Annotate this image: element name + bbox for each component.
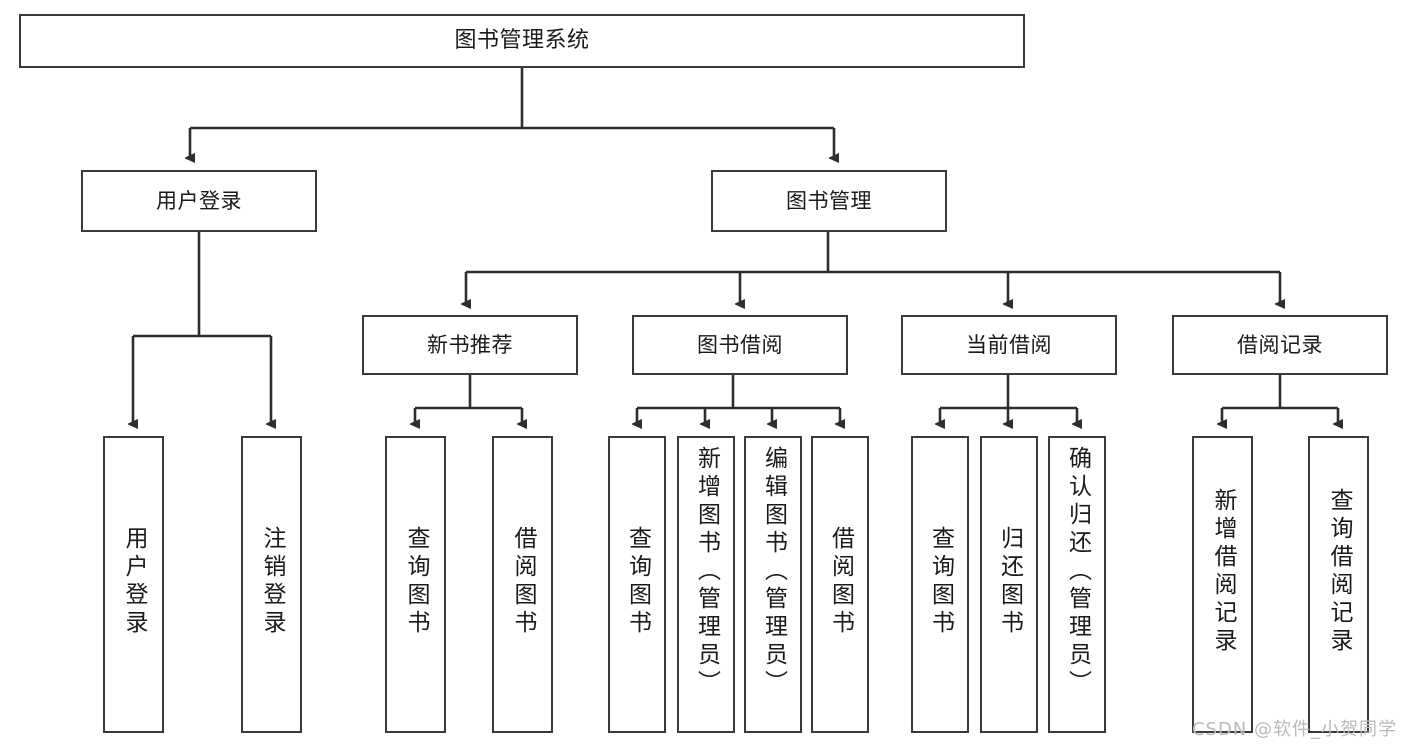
node-leaf-record-add-record[interactable]: 新增借阅记录: [1192, 436, 1253, 733]
node-label: 确认归还（管理员）: [1064, 446, 1091, 698]
node-new-book-recommend[interactable]: 新书推荐: [362, 315, 578, 375]
node-book-management[interactable]: 图书管理: [711, 170, 947, 232]
node-label: 图书借阅: [697, 332, 783, 357]
node-leaf-current-query-book[interactable]: 查询图书: [911, 436, 969, 733]
node-leaf-borrow-query-book[interactable]: 查询图书: [608, 436, 666, 733]
node-label: 用户登录: [121, 526, 147, 638]
node-leaf-user-login-logout[interactable]: 注销登录: [241, 436, 302, 733]
node-label: 查询图书: [403, 526, 429, 638]
node-user-login[interactable]: 用户登录: [81, 170, 317, 232]
node-label: 注销登录: [259, 526, 285, 638]
node-root-book-management-system[interactable]: 图书管理系统: [19, 14, 1025, 68]
node-leaf-newbook-borrow-book[interactable]: 借阅图书: [492, 436, 553, 733]
node-leaf-current-confirm-return-admin[interactable]: 确认归还（管理员）: [1048, 436, 1106, 733]
node-label: 借阅记录: [1237, 332, 1323, 357]
node-label: 当前借阅: [966, 332, 1052, 357]
node-leaf-borrow-edit-book-admin[interactable]: 编辑图书（管理员）: [744, 436, 802, 733]
node-leaf-current-return-book[interactable]: 归还图书: [980, 436, 1038, 733]
node-leaf-user-login-signin[interactable]: 用户登录: [103, 436, 164, 733]
node-label: 编辑图书（管理员）: [760, 446, 787, 698]
node-leaf-newbook-query-book[interactable]: 查询图书: [385, 436, 446, 733]
csdn-watermark: CSDN @软件_小贺同学: [1191, 719, 1397, 740]
node-leaf-record-query-record[interactable]: 查询借阅记录: [1308, 436, 1369, 733]
node-label: 新增借阅记录: [1210, 488, 1236, 656]
node-label: 归还图书: [996, 526, 1023, 638]
node-label: 查询借阅记录: [1326, 488, 1352, 656]
node-label: 图书管理: [786, 188, 872, 213]
node-borrow-record[interactable]: 借阅记录: [1172, 315, 1388, 375]
node-label: 借阅图书: [510, 526, 536, 638]
node-leaf-borrow-borrow-book[interactable]: 借阅图书: [811, 436, 869, 733]
node-label: 用户登录: [156, 188, 242, 213]
node-label: 查询图书: [624, 526, 651, 638]
node-label: 新增图书（管理员）: [693, 446, 720, 698]
node-leaf-borrow-add-book-admin[interactable]: 新增图书（管理员）: [677, 436, 735, 733]
node-label: 新书推荐: [427, 332, 513, 357]
node-label: 借阅图书: [827, 526, 854, 638]
node-current-borrow[interactable]: 当前借阅: [901, 315, 1117, 375]
node-label: 图书管理系统: [454, 28, 590, 54]
node-book-borrow[interactable]: 图书借阅: [632, 315, 848, 375]
node-label: 查询图书: [927, 526, 954, 638]
